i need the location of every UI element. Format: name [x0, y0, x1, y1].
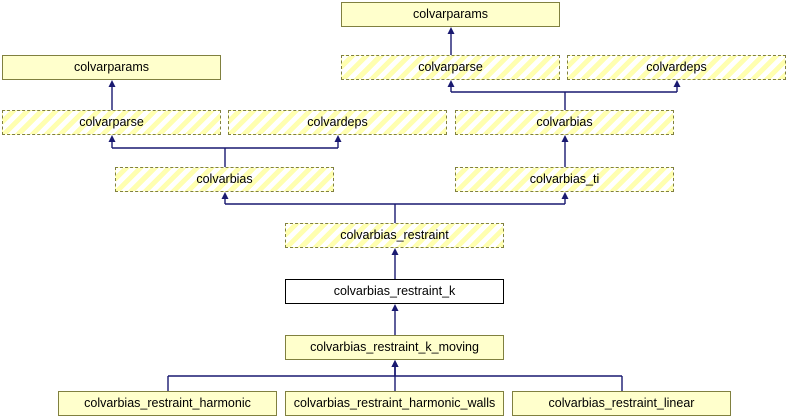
- class-node-colvarparams_top[interactable]: colvarparams: [341, 2, 560, 27]
- inheritance-arrowhead: [391, 248, 399, 255]
- class-node-restraint_k_moving[interactable]: colvarbias_restraint_k_moving: [285, 335, 504, 360]
- inheritance-arrowhead: [221, 192, 229, 199]
- inheritance-arrowhead: [108, 135, 116, 142]
- class-node-label: colvardeps: [646, 60, 707, 74]
- class-node-colvarparams_left[interactable]: colvarparams: [2, 55, 221, 80]
- class-node-colvardeps_left[interactable]: colvardeps: [228, 110, 447, 135]
- class-node-restraint_linear[interactable]: colvarbias_restraint_linear: [512, 391, 731, 416]
- class-node-colvarbias_restraint_k[interactable]: colvarbias_restraint_k: [285, 279, 504, 304]
- class-node-label: colvarbias_restraint: [340, 228, 449, 242]
- inheritance-arrowhead: [391, 360, 399, 367]
- class-node-colvarbias_right[interactable]: colvarbias: [455, 110, 674, 135]
- class-node-label: colvarbias_restraint_linear: [548, 396, 695, 410]
- class-node-colvarparse_left[interactable]: colvarparse: [2, 110, 221, 135]
- inheritance-arrowhead: [561, 135, 569, 142]
- class-node-label: colvardeps: [307, 115, 368, 129]
- class-node-colvarbias_ti[interactable]: colvarbias_ti: [455, 167, 674, 192]
- class-node-label: colvarbias_restraint_k: [333, 284, 456, 298]
- class-node-colvarparse_top[interactable]: colvarparse: [341, 55, 560, 80]
- class-node-label: colvarbias_restraint_harmonic: [84, 396, 251, 410]
- class-node-label: colvarbias: [196, 172, 253, 186]
- inheritance-arrowhead: [447, 27, 455, 34]
- inheritance-arrowhead: [561, 192, 569, 199]
- inheritance-arrowhead: [391, 360, 399, 367]
- class-node-colvarbias_restraint[interactable]: colvarbias_restraint: [285, 223, 504, 248]
- inheritance-arrowhead: [391, 360, 399, 367]
- class-node-restraint_harmonic[interactable]: colvarbias_restraint_harmonic: [58, 391, 277, 416]
- class-node-label: colvarparams: [73, 60, 150, 74]
- class-node-label: colvarparams: [412, 7, 489, 21]
- class-node-label: colvarbias_ti: [529, 172, 600, 186]
- inheritance-arrowhead: [673, 80, 681, 87]
- class-node-colvarbias_left[interactable]: colvarbias: [115, 167, 334, 192]
- class-node-label: colvarbias_restraint_k_moving: [310, 340, 479, 354]
- class-node-colvardeps_top[interactable]: colvardeps: [567, 55, 786, 80]
- class-node-label: colvarparse: [418, 60, 483, 74]
- inheritance-arrowhead: [334, 135, 342, 142]
- inheritance-arrowhead: [391, 304, 399, 311]
- inheritance-arrowhead: [108, 80, 116, 87]
- class-node-label: colvarbias_restraint_harmonic_walls: [293, 396, 496, 410]
- class-node-label: colvarparse: [79, 115, 144, 129]
- class-node-label: colvarbias: [536, 115, 593, 129]
- class-node-restraint_harmonic_walls[interactable]: colvarbias_restraint_harmonic_walls: [285, 391, 504, 416]
- inheritance-arrowhead: [447, 80, 455, 87]
